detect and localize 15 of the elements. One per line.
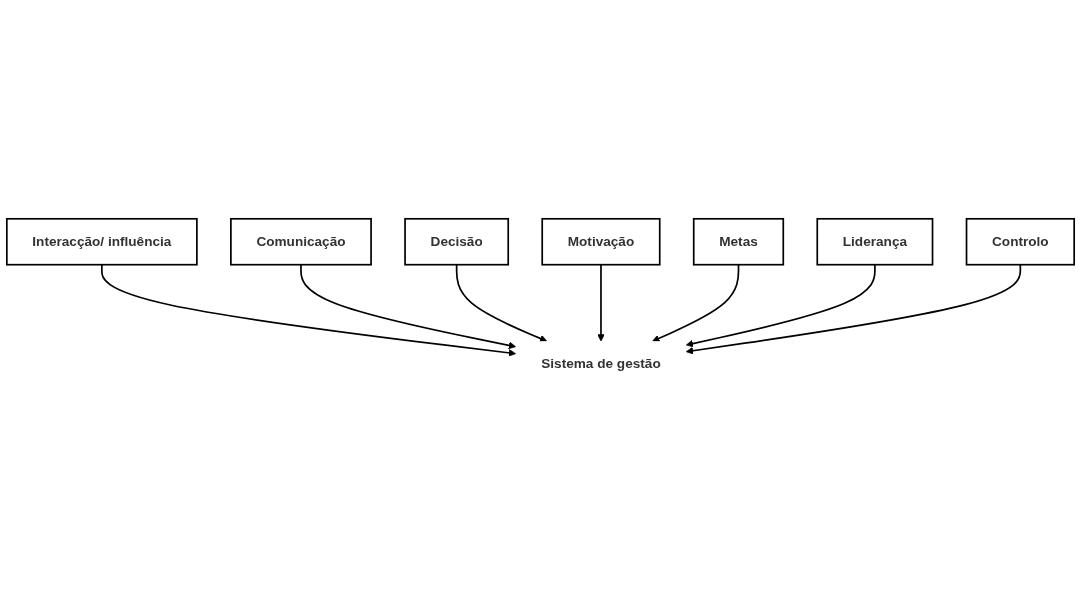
node-box: Interacção/ influência xyxy=(6,217,198,266)
node-box: Decisão xyxy=(404,217,510,266)
arrow xyxy=(685,263,876,347)
arrow xyxy=(652,263,740,342)
arrow xyxy=(685,263,1022,354)
node-box: Comunicação xyxy=(230,217,372,266)
node-text: Sistema de gestão xyxy=(541,356,661,371)
arrow xyxy=(101,263,517,357)
node-box: Liderança xyxy=(816,217,934,266)
arrow xyxy=(300,263,517,349)
node-box: Motivação xyxy=(541,217,661,266)
arrow xyxy=(455,263,548,342)
arrow xyxy=(597,263,605,342)
node-box: Controlo xyxy=(965,217,1075,266)
node-box: Metas xyxy=(692,217,785,266)
